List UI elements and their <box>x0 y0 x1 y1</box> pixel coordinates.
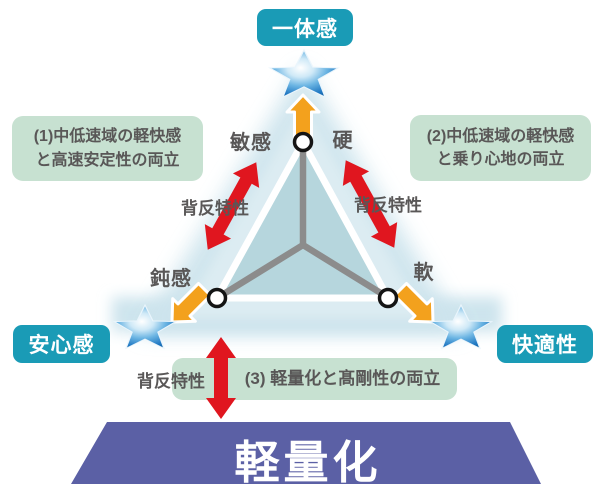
note-3: (3) 軽量化と髙剛性の両立 <box>172 358 457 400</box>
tradeoff-label-right: 背反特性 <box>354 196 422 215</box>
node-comfort-label: 快適性 <box>512 334 578 357</box>
vertex-circle-bottom-right <box>377 287 399 309</box>
orange-arrow-down-right-icon <box>392 281 435 324</box>
star-icon-bottom-left <box>112 303 178 350</box>
star-icon-bottom-right <box>428 303 494 350</box>
tradeoff-arrow-right-icon <box>342 160 398 248</box>
weight-reduction-label: 軽量化 <box>234 437 382 488</box>
note-2: (2)中低速域の軽快感 と乗り心地の両立 <box>410 115 591 181</box>
axis-label-hard: 硬 <box>332 130 354 152</box>
node-unity-label: 一体感 <box>272 17 338 41</box>
axis-label-sensitive: 敏感 <box>230 132 272 154</box>
star-icon-top <box>268 48 340 99</box>
axis-label-dull: 鈍感 <box>150 268 192 290</box>
note-1: (1)中低速域の軽快感 と高速安定性の両立 <box>12 116 203 181</box>
note-3-text: (3) 軽量化と髙剛性の両立 <box>244 368 441 388</box>
node-comfort: 快適性 <box>497 325 593 363</box>
node-unity: 一体感 <box>257 9 353 46</box>
orange-arrow-down-left-icon <box>170 281 213 324</box>
node-security-label: 安心感 <box>28 334 95 357</box>
note-1-line1: (1)中低速域の軽快感 <box>33 128 182 146</box>
vertex-circle-top <box>292 131 314 153</box>
note-1-line2: と高速安定性の両立 <box>35 151 180 169</box>
vertex-circle-bottom-left <box>206 287 228 309</box>
tradeoff-label-bottom: 背反特性 <box>137 372 205 391</box>
weight-reduction-trapezoid <box>71 422 541 484</box>
radar-spokes <box>218 146 388 299</box>
tradeoff-label-left: 背反特性 <box>181 199 249 218</box>
node-security: 安心感 <box>13 325 110 363</box>
note-2-line1: (2)中低速域の軽快感 <box>426 127 575 145</box>
tradeoff-arrow-left-icon <box>204 162 260 250</box>
axis-label-soft: 軟 <box>413 262 435 284</box>
note-2-line2: と乗り心地の両立 <box>436 151 565 168</box>
